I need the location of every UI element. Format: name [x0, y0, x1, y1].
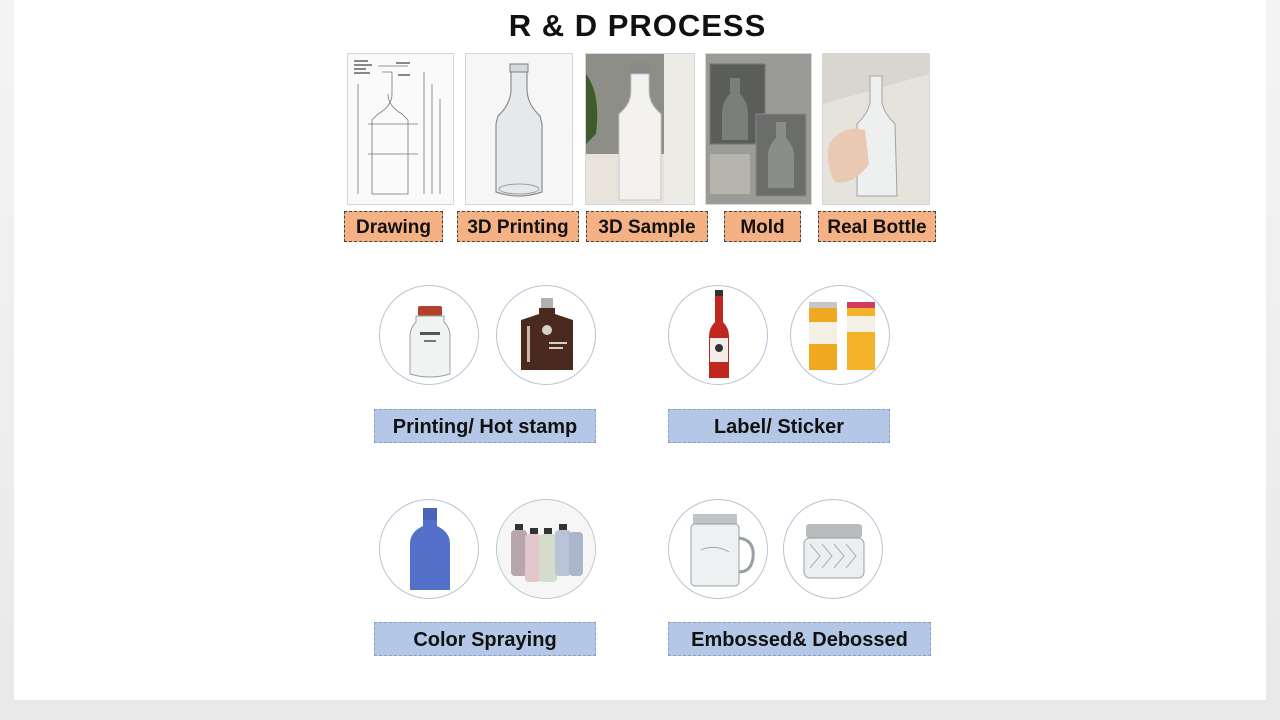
step-tag-drawing: Drawing [344, 211, 443, 242]
mold-photo [705, 53, 812, 205]
blue-bottle-circle [379, 499, 479, 599]
honey-jars-image [809, 302, 875, 370]
drawing-photo [347, 53, 454, 205]
3d-sample-photo [585, 53, 695, 205]
coffee-bottle-circle [496, 285, 596, 385]
honey-jars-circle [790, 285, 890, 385]
mason-mug-circle [668, 499, 768, 599]
hot-sauce-circle [668, 285, 768, 385]
white-sample-bottle-image [586, 54, 694, 204]
coffee-bottle-image [521, 298, 573, 370]
real-bottle-photo [822, 53, 930, 205]
blue-bottle-image [410, 508, 450, 590]
page-title: R & D PROCESS [508, 8, 767, 43]
method-tag-embossed: Embossed& Debossed [668, 622, 931, 656]
crystal-jar-circle [783, 499, 883, 599]
method-tag-color-spraying: Color Spraying [374, 622, 596, 656]
pastel-bottles-circle [496, 499, 596, 599]
method-tag-label: Label/ Sticker [668, 409, 890, 443]
technical-drawing-image [348, 54, 453, 204]
3d-printing-photo [465, 53, 573, 205]
bottle-mold-image [706, 54, 811, 204]
method-tag-printing: Printing/ Hot stamp [374, 409, 596, 443]
step-tag-3d-printing: 3D Printing [457, 211, 579, 242]
clear-bottle-image [466, 54, 572, 204]
crystal-jar-image [803, 524, 865, 579]
mason-mug-image [690, 514, 755, 587]
printed-jar-image [409, 306, 451, 378]
hot-sauce-bottle-image [709, 290, 729, 378]
step-tag-3d-sample: 3D Sample [586, 211, 708, 242]
printed-jar-circle [379, 285, 479, 385]
step-tag-mold: Mold [724, 211, 801, 242]
step-tag-real-bottle: Real Bottle [818, 211, 936, 242]
hand-holding-bottle-image [823, 54, 929, 204]
pastel-bottles-image [497, 500, 595, 598]
